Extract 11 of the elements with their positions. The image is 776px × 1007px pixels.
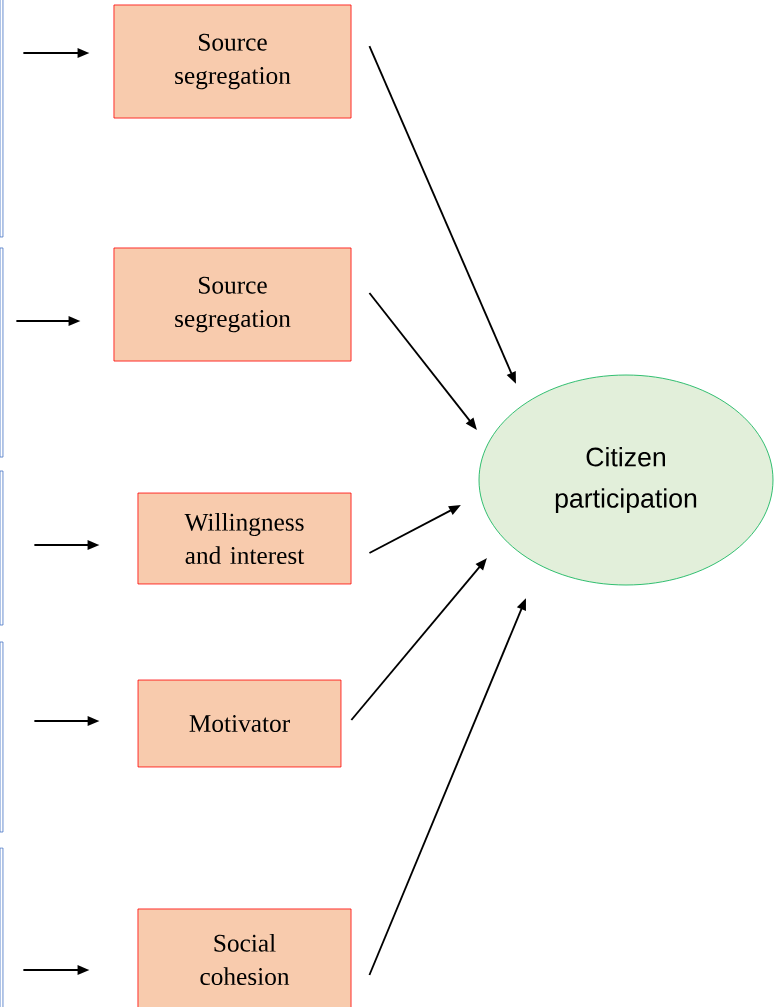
side-box bbox=[0, 641, 4, 833]
ellipse-node: Citizen participation bbox=[478, 374, 774, 586]
side-box bbox=[0, 247, 4, 458]
process-box: Willingness and interest bbox=[137, 492, 352, 585]
side-box bbox=[0, 0, 4, 238]
process-box: Motivator bbox=[137, 679, 342, 768]
process-box: Social cohesion bbox=[137, 908, 352, 1007]
process-box: Source segregation bbox=[113, 247, 352, 362]
side-box bbox=[0, 470, 4, 626]
process-box: Source segregation bbox=[113, 4, 352, 119]
side-box bbox=[0, 847, 4, 1007]
